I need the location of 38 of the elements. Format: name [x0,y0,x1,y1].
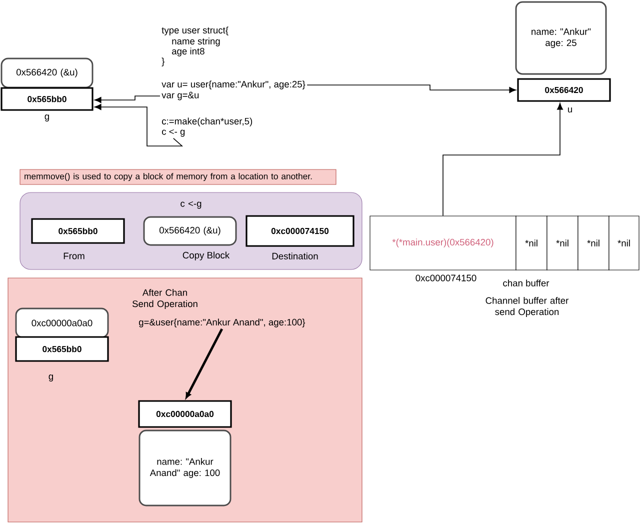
buffer-cell: *nil [546,216,578,270]
code-line: c <- g [162,129,185,137]
code-line: age int8 [172,48,204,56]
memory-box: name: "Ankur" age: 25 [515,1,607,75]
node-label: u [568,107,572,112]
node-label: g [44,114,49,122]
arrow [94,96,160,103]
address-box: 0xc00000a0a0 [138,400,232,428]
node-label: From [64,252,84,260]
node-label: 0xc000074150 [416,274,476,282]
node-label: Destination [272,252,318,260]
memory-box: 0x566420 (&u) [0,58,94,88]
node-label: g [48,374,53,382]
address-box: 0x566420 [517,78,611,102]
memory-box: 0x566420 (&u) [143,216,237,246]
address-box: 0x565bb0 [31,218,125,244]
code-line: } [162,58,165,66]
arrow [442,102,563,216]
code-line: name string [172,38,220,46]
address-box: 0x565bb0 [0,87,94,111]
address-box: 0xc000074150 [246,215,354,247]
node-label: Copy Block [182,252,230,260]
caption: chan buffer [503,280,550,286]
buffer-cell: *nil [516,216,548,270]
code-line: c:=make(chan*user,5) [162,118,252,126]
buffer-cell: *nil [578,216,610,270]
buffer-cell: *nil [608,216,640,270]
code-line: g=&user{name:"Ankur Anand", age:100} [139,318,306,328]
caption: Channel buffer after send Operation [486,297,568,317]
address-box: 0x565bb0 [15,336,109,362]
arrow [186,328,224,398]
code-line: var u= user{name:"Ankur", age:25} [162,80,306,90]
arrow [306,84,516,93]
code-line: var g=&u [162,92,199,100]
code-line: type user struct{ [162,26,228,36]
arrow [94,104,184,146]
memory-box: 0xc00000a0a0 [15,308,109,338]
note-box: memmove() is used to copy a block of memory from a location to another. [20,169,336,185]
